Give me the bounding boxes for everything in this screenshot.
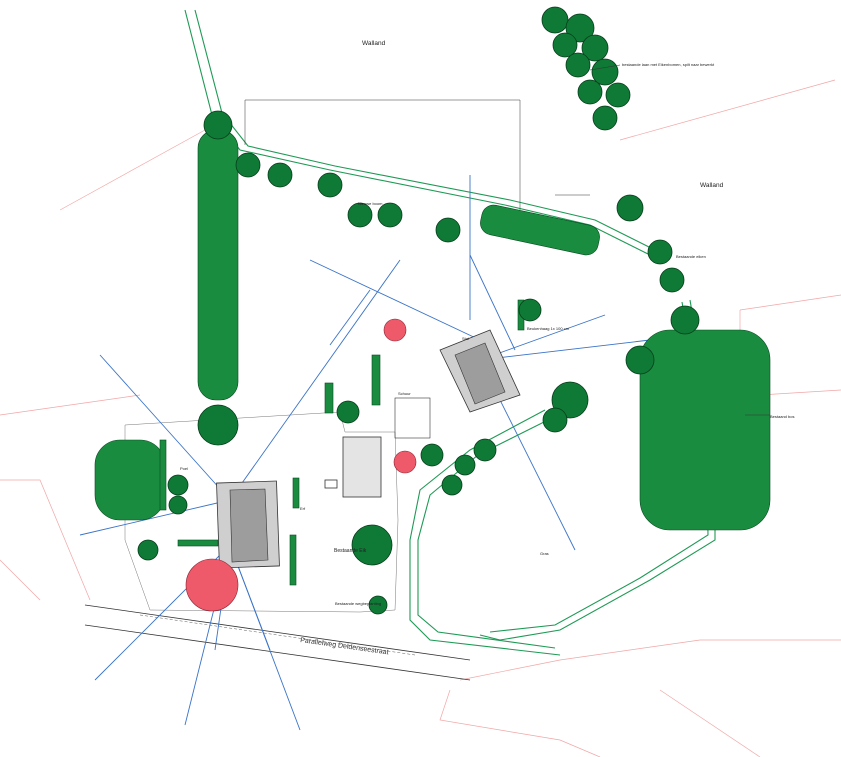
property-outline	[124, 411, 399, 613]
shed-note: Schuur	[398, 391, 411, 396]
cadastral-boundaries	[0, 79, 841, 757]
map-labels: Walland Walland bestaande laan met Eiken…	[180, 40, 794, 606]
walland-label-right: Walland	[700, 182, 724, 189]
road-side-note: Bestaande wegbeplanting	[335, 601, 381, 606]
forest-edge-label: Bestaand bos	[770, 414, 794, 419]
existing-oak-label: Bestaande Eik	[334, 548, 367, 554]
yard-note: Erf	[300, 506, 306, 511]
hedge-note: Beukenhaag 1x 100 cm	[527, 326, 570, 331]
leader-lines	[244, 64, 770, 416]
pond-note: Poel	[180, 466, 188, 471]
grass-note: Gras	[540, 551, 549, 556]
existing-oaks-label: Bestaande eiken	[676, 254, 706, 259]
buildings	[216, 329, 521, 569]
hedges	[94, 129, 771, 586]
road: Parallelweg Deldenseestraat	[84, 604, 471, 681]
road-name-label: Parallelweg Deldenseestraat	[300, 637, 389, 656]
walland-label-top: Walland	[362, 40, 386, 47]
new-trees-note: Nieuwe boom	[358, 201, 383, 206]
tree-row-note: bestaande laan met Eikenbomen, spilt naa…	[622, 62, 715, 67]
trees	[137, 6, 700, 615]
barn-note: Stal	[462, 336, 469, 341]
